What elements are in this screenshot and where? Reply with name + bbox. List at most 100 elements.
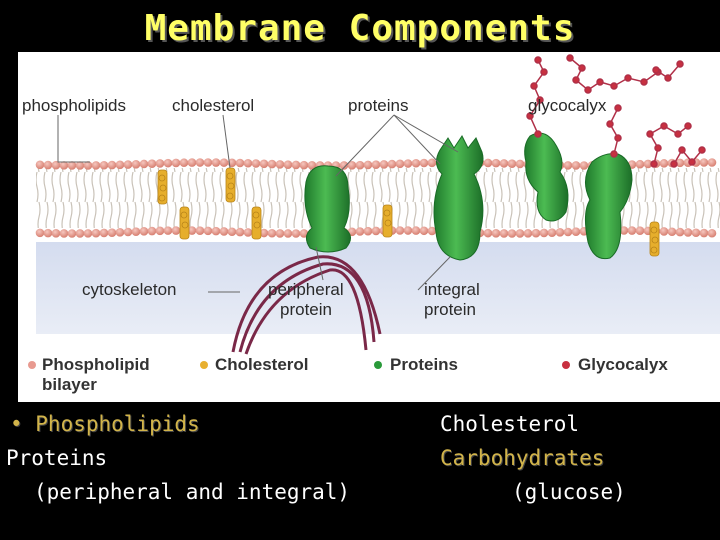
phospholipid-head bbox=[291, 160, 301, 170]
phospholipid-head bbox=[83, 161, 93, 170]
phospholipid-head bbox=[147, 226, 157, 236]
phospholipid-head bbox=[547, 228, 557, 237]
phospholipid-head bbox=[243, 228, 253, 237]
phospholipid-head bbox=[163, 226, 173, 235]
phospholipid-head bbox=[491, 158, 501, 168]
protein-shapes bbox=[304, 132, 633, 261]
label-glycocalyx: glycocalyx bbox=[528, 96, 607, 115]
bullet-proteins-detail: (peripheral and integral) bbox=[34, 480, 351, 504]
phospholipid-head bbox=[411, 226, 421, 235]
phospholipid-head bbox=[571, 227, 581, 236]
bullet-carbohydrates: Carbohydrates bbox=[440, 446, 605, 470]
phospholipid-head bbox=[387, 159, 397, 169]
phospholipid-head bbox=[187, 226, 197, 235]
label-integral-protein-line1: integral bbox=[424, 280, 480, 299]
phospholipid-head bbox=[83, 229, 93, 238]
phospholipid-head bbox=[371, 226, 381, 236]
phospholipid-head bbox=[35, 228, 45, 238]
membrane-illustration bbox=[28, 54, 720, 369]
phospholipid-head bbox=[179, 158, 189, 168]
phospholipid-head bbox=[635, 226, 645, 235]
phospholipid-head bbox=[235, 227, 245, 237]
phospholipid-head bbox=[395, 226, 405, 235]
phospholipid-head bbox=[115, 228, 125, 237]
legend-phospholipid-line2: bilayer bbox=[42, 375, 97, 394]
phospholipid-head bbox=[355, 227, 365, 236]
phospholipid-head bbox=[259, 228, 269, 238]
phospholipid-head bbox=[243, 158, 253, 168]
phospholipid-head bbox=[531, 228, 541, 238]
slide-title: Membrane Components bbox=[144, 8, 576, 49]
phospholipid-head bbox=[35, 160, 45, 170]
bullet-carbohydrates-detail: (glucose) bbox=[512, 480, 626, 504]
phospholipid-head bbox=[403, 159, 413, 168]
phospholipid-head bbox=[203, 226, 213, 236]
phospholipid-head bbox=[139, 159, 149, 169]
phospholipid-head bbox=[363, 160, 373, 170]
phospholipid-head bbox=[155, 226, 165, 236]
phospholipid-head bbox=[67, 161, 77, 170]
legend-proteins: Proteins bbox=[390, 355, 459, 374]
phospholipid-head bbox=[499, 229, 509, 238]
phospholipid-head bbox=[219, 158, 229, 167]
phospholipid-head bbox=[283, 160, 293, 169]
phospholipid-head bbox=[147, 159, 157, 168]
legend-glycocalyx: Glycocalyx bbox=[578, 355, 668, 374]
label-peripheral-protein-line2: protein bbox=[280, 300, 332, 319]
legend-cholesterol: Cholesterol bbox=[215, 355, 309, 374]
phospholipid-head bbox=[107, 228, 117, 237]
label-proteins: proteins bbox=[348, 96, 409, 115]
phospholipid-head bbox=[619, 226, 629, 235]
glycocalyx-chains bbox=[526, 54, 706, 168]
phospholipid-head bbox=[515, 159, 525, 169]
phospholipid-head bbox=[299, 229, 309, 238]
phospholipid-head bbox=[683, 228, 693, 237]
phospholipid-head bbox=[491, 229, 501, 238]
bullet-proteins: Proteins bbox=[6, 446, 108, 470]
phospholipid-head bbox=[411, 158, 421, 168]
legend-phospholipid-line1: Phospholipid bbox=[42, 355, 150, 374]
phospholipid-head bbox=[51, 229, 61, 238]
phospholipid-head bbox=[419, 226, 429, 236]
phospholipid-head bbox=[91, 228, 101, 238]
phospholipid-head bbox=[667, 227, 677, 237]
phospholipid-head bbox=[51, 160, 61, 170]
phospholipid-head bbox=[699, 228, 709, 238]
phospholipid-head bbox=[579, 161, 589, 170]
phospholipid-head bbox=[483, 158, 493, 168]
phospholipid-head bbox=[571, 161, 581, 170]
phospholipid-head bbox=[355, 160, 365, 170]
phospholipid-head bbox=[499, 159, 509, 168]
phospholipid-head bbox=[563, 161, 573, 170]
phospholipid-head bbox=[483, 228, 493, 238]
leader-lines bbox=[57, 114, 459, 293]
phospholipid-head bbox=[275, 229, 285, 238]
legend-dot-proteins bbox=[374, 361, 382, 369]
legend-dot-glycocalyx bbox=[562, 361, 570, 369]
legend-dot-cholesterol bbox=[200, 361, 208, 369]
phospholipid-head bbox=[523, 229, 533, 238]
phospholipid-head bbox=[115, 160, 125, 170]
phospholipid-head bbox=[643, 159, 653, 169]
cholesterol-molecules bbox=[157, 167, 660, 257]
phospholipid-head bbox=[507, 229, 517, 238]
phospholipid-head bbox=[123, 227, 133, 237]
label-cytoskeleton: cytoskeleton bbox=[82, 280, 177, 299]
phospholipid-head bbox=[67, 229, 77, 238]
phospholipid-head bbox=[563, 227, 573, 237]
phospholipid-head bbox=[307, 161, 317, 170]
phospholipid-head bbox=[203, 158, 213, 167]
phospholipid-head bbox=[635, 159, 645, 169]
phospholipid-head bbox=[419, 158, 429, 168]
phospholipid-head bbox=[163, 158, 173, 168]
phospholipid-head bbox=[59, 229, 69, 238]
phospholipid-head bbox=[211, 158, 221, 167]
phospholipid-head bbox=[675, 227, 685, 237]
phospholipid-head bbox=[235, 158, 245, 168]
phospholipid-head bbox=[555, 228, 565, 237]
phospholipid-head bbox=[43, 228, 53, 238]
phospholipid-head bbox=[539, 228, 549, 238]
phospholipid-head bbox=[395, 159, 405, 169]
phospholipid-head bbox=[403, 226, 413, 235]
phospholipid-head bbox=[675, 158, 685, 168]
